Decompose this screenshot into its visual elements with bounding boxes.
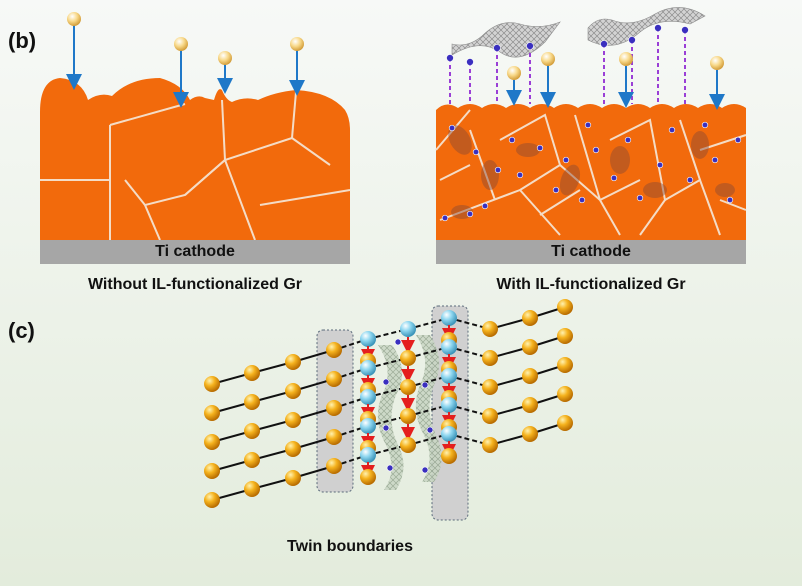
- lattice-atom: [244, 423, 260, 439]
- lattice-graphene-ribbons: [377, 335, 442, 490]
- adatom-blue: [360, 331, 376, 347]
- lattice-bond: [333, 396, 369, 409]
- lattice-atom: [400, 437, 416, 453]
- left-grain-boundaries: [40, 91, 351, 241]
- lattice-atom: [482, 321, 498, 337]
- lattice-atom: [244, 481, 260, 497]
- lattice-atom: [557, 357, 573, 373]
- lattice-atom: [204, 434, 220, 450]
- lattice-il-rings: [382, 338, 434, 474]
- lattice-atom: [204, 405, 220, 421]
- lattice-atom: [522, 310, 538, 326]
- adatom-blue: [360, 418, 376, 434]
- lattice-atom: [326, 458, 342, 474]
- tether-il-rings: [446, 24, 689, 66]
- lattice-atom: [326, 371, 342, 387]
- lattice-atom: [522, 397, 538, 413]
- left-caption: Without IL-functionalized Gr: [87, 276, 303, 293]
- lattice-atom: [400, 350, 416, 366]
- left-ti-cathode: Ti cathode: [40, 240, 350, 264]
- lattice-atom: [204, 376, 220, 392]
- lattice-atom: [482, 350, 498, 366]
- lattice-bond: [333, 454, 369, 467]
- panel-c-label: (c): [8, 318, 35, 343]
- lattice-atom: [400, 408, 416, 424]
- panel-c-caption: Twin boundaries: [287, 538, 413, 555]
- right-ti-cathode: Ti cathode: [436, 240, 746, 264]
- left-ion-arrows: [66, 25, 305, 108]
- adatom-blue: [441, 397, 457, 413]
- embedded-il-rings: [441, 121, 742, 222]
- lattice-atom: [204, 492, 220, 508]
- lattice-atom: [522, 368, 538, 384]
- lattice-atom: [285, 470, 301, 486]
- lattice-atom: [482, 437, 498, 453]
- lattice-atom: [244, 394, 260, 410]
- lattice-atom: [285, 412, 301, 428]
- lattice-atom: [557, 328, 573, 344]
- lattice-atom: [482, 408, 498, 424]
- adatom-blue: [441, 310, 457, 326]
- lattice-atom: [285, 354, 301, 370]
- lattice-atom: [522, 339, 538, 355]
- lattice-bond: [333, 425, 369, 438]
- lattice-atoms: [204, 299, 573, 508]
- lattice-atom: [360, 469, 376, 485]
- il-tethers: [449, 28, 686, 104]
- lattice-atom: [400, 379, 416, 395]
- lattice-atom: [326, 429, 342, 445]
- right-metal-ions: [507, 52, 724, 80]
- lattice-atom: [285, 383, 301, 399]
- lattice-atom: [326, 400, 342, 416]
- lattice-atom: [244, 452, 260, 468]
- lattice-bond: [333, 338, 369, 351]
- lattice-atom: [326, 342, 342, 358]
- lattice-atom: [244, 365, 260, 381]
- adatom-blue: [441, 339, 457, 355]
- lattice-bond: [333, 367, 369, 380]
- lattice-atom: [482, 379, 498, 395]
- left-deposit: [40, 78, 351, 241]
- left-metal-ions: [67, 12, 304, 65]
- floating-graphene-sheets: [451, 7, 706, 58]
- right-deposit: [435, 104, 747, 240]
- lattice-atom: [204, 463, 220, 479]
- lattice-atom: [285, 441, 301, 457]
- adatom-blue: [400, 321, 416, 337]
- adatom-blue: [360, 360, 376, 376]
- lattice-atom: [557, 415, 573, 431]
- lattice-atom: [557, 386, 573, 402]
- lattice-atom: [522, 426, 538, 442]
- right-ion-arrows: [506, 65, 725, 110]
- adatom-blue: [360, 389, 376, 405]
- panel-b-label: (b): [8, 28, 37, 53]
- embedded-graphene-shadows: [448, 125, 735, 219]
- right-caption: With IL-functionalized Gr: [496, 276, 686, 293]
- adatom-blue: [441, 426, 457, 442]
- lattice-atom: [441, 448, 457, 464]
- lattice-atom: [557, 299, 573, 315]
- adatom-blue: [360, 447, 376, 463]
- adatom-blue: [441, 368, 457, 384]
